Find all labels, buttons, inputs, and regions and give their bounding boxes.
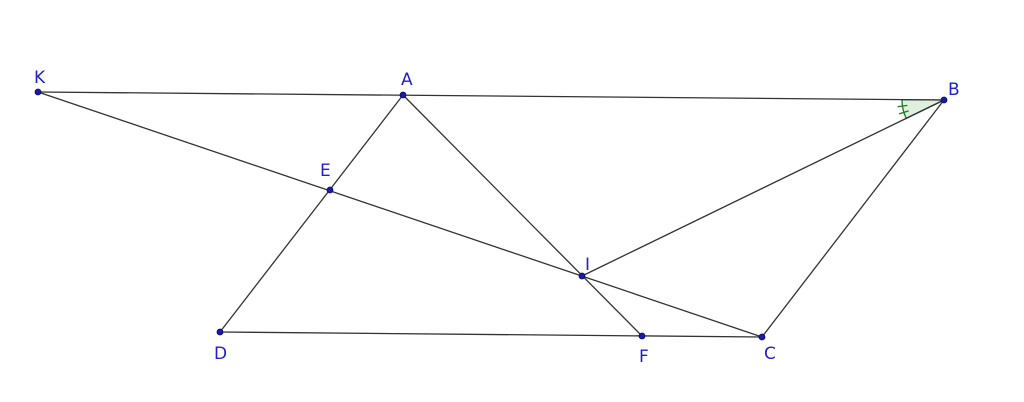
segment-KC — [37, 91, 763, 338]
angle-tick — [898, 110, 909, 115]
point-label-E: E — [320, 161, 331, 181]
point-label-K: K — [34, 68, 46, 88]
point-C — [758, 333, 766, 341]
point-label-D: D — [214, 344, 227, 364]
segment-KB — [37, 91, 945, 101]
point-E — [326, 186, 334, 194]
angle-tick — [897, 104, 908, 108]
point-A — [399, 91, 407, 99]
point-label-A: A — [401, 70, 413, 90]
point-D — [216, 328, 224, 336]
point-label-C: C — [764, 344, 776, 364]
point-K — [34, 88, 42, 96]
point-B — [940, 96, 948, 104]
segment-layer — [37, 91, 945, 338]
label-layer: K A B E I D F C — [34, 68, 960, 367]
segment-DC — [219, 331, 763, 338]
point-layer — [34, 88, 948, 341]
segment-BC — [761, 99, 945, 338]
point-label-F: F — [639, 347, 649, 367]
point-F — [638, 332, 646, 340]
segment-AF — [402, 94, 643, 337]
point-label-I: I — [585, 255, 590, 275]
segment-BI — [581, 99, 945, 277]
point-label-B: B — [948, 80, 960, 100]
point-I — [578, 272, 586, 280]
segment-AD — [219, 94, 404, 333]
